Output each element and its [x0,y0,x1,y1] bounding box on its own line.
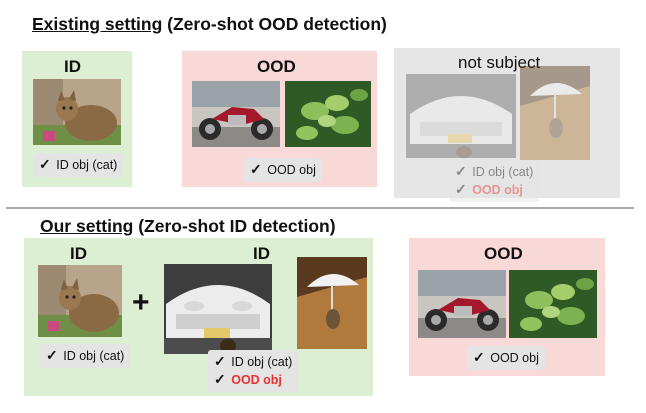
cat-image [33,79,121,145]
motorcycle-image [192,81,280,147]
check-icon: ✓ [455,163,467,179]
bottom-id-tag-right-id-text: ID obj (cat) [231,355,293,369]
check-icon: ✓ [214,353,226,369]
plant-image [285,81,371,147]
section-divider [6,207,634,209]
not-subject-tag-ood-text: OOD obj [472,183,523,197]
top-id-label: ID [64,57,81,76]
not-subject-label: not subject [458,53,541,72]
bottom-id-tag-left-text: ID obj (cat) [63,349,125,363]
car-with-cat-image [164,264,272,354]
bottom-id-label-right: ID [253,244,270,263]
top-id-tag-text: ID obj (cat) [56,158,118,172]
umbrella-cat-image [520,66,590,160]
top-ood-tag: ✓ OOD obj [244,158,322,182]
existing-setting-title: Existing setting [32,14,163,34]
plant-image [509,270,597,338]
not-subject-tag: ✓ ID obj (cat) ✓ OOD obj [449,160,540,202]
not-subject-panel: not subject ✓ ID obj (cat) ✓ OOD obj [394,48,620,202]
umbrella-cat-image [297,257,367,349]
check-icon: ✓ [250,161,262,177]
check-icon: ✓ [214,371,226,387]
not-subject-tag-id-row: ✓ ID obj (cat) [455,163,533,181]
existing-setting-heading: Existing setting (Zero-shot OOD detectio… [32,14,387,35]
bottom-id-tag-right-ood-row: ✓ OOD obj [214,371,292,389]
top-id-panel: ID ✓ ID obj (cat) [22,51,132,187]
bottom-ood-label: OOD [484,244,523,263]
top-ood-label: OOD [257,57,296,76]
not-subject-tag-ood-row: ✓ OOD obj [455,181,533,199]
bottom-id-panel: ID ID + [24,238,373,396]
check-icon: ✓ [473,349,485,365]
bottom-id-tag-right-id-row: ✓ ID obj (cat) [214,353,292,371]
our-setting-title: Our setting [40,216,134,236]
check-icon: ✓ [46,347,58,363]
plus-icon: + [132,286,150,319]
top-ood-tag-text: OOD obj [267,163,316,177]
bottom-ood-tag-text: OOD obj [490,351,539,365]
bottom-ood-tag: ✓ OOD obj [467,346,545,370]
top-id-tag: ✓ ID obj (cat) [33,153,124,177]
existing-setting-subtitle: (Zero-shot OOD detection) [162,14,387,34]
our-setting-heading: Our setting (Zero-shot ID detection) [40,216,336,237]
not-subject-tag-id-text: ID obj (cat) [472,165,534,179]
motorcycle-image [418,270,506,338]
bottom-id-tag-right: ✓ ID obj (cat) ✓ OOD obj [208,350,299,392]
bottom-ood-panel: OOD ✓ OOD obj [409,238,605,376]
check-icon: ✓ [455,181,467,197]
car-with-cat-image [406,74,516,158]
bottom-id-tag-right-ood-text: OOD obj [231,373,282,387]
cat-image [38,265,122,337]
bottom-id-tag-left: ✓ ID obj (cat) [40,344,131,368]
check-icon: ✓ [39,156,51,172]
top-ood-panel: OOD ✓ OOD obj [182,51,377,187]
our-setting-subtitle: (Zero-shot ID detection) [133,216,336,236]
bottom-id-label-left: ID [70,244,87,263]
